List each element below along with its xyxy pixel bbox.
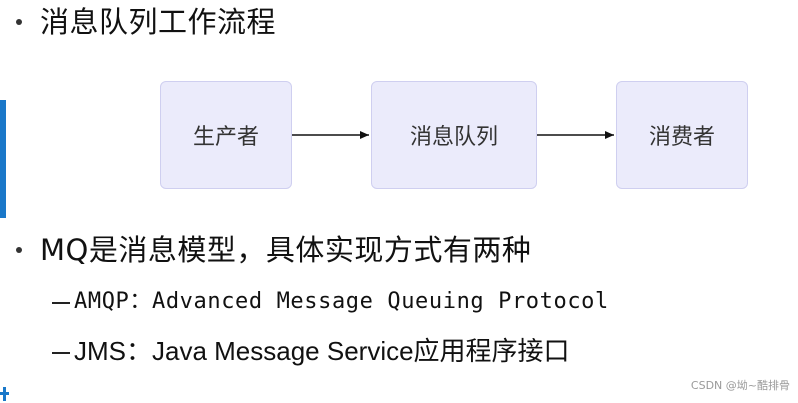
dash-icon <box>52 352 70 354</box>
dash-icon <box>52 302 70 304</box>
slide-accent-bar <box>0 100 6 218</box>
watermark: CSDN @坳~酷排骨 <box>690 379 790 392</box>
slide-corner-mark <box>0 387 9 401</box>
node-consumer: 消费者 <box>616 81 748 189</box>
section-title-workflow: 消息队列工作流程 <box>40 5 277 39</box>
node-producer: 生产者 <box>160 81 292 189</box>
section-title-mq-models: MQ是消息模型，具体实现方式有两种 <box>40 233 532 267</box>
list-item-jms: JMS：Java Message Service应用程序接口 <box>74 336 570 366</box>
node-message-queue: 消息队列 <box>371 81 537 189</box>
bullet-icon <box>16 247 22 253</box>
bullet-icon <box>16 19 22 25</box>
list-item-amqp: AMQP：Advanced Message Queuing Protocol <box>74 289 609 314</box>
